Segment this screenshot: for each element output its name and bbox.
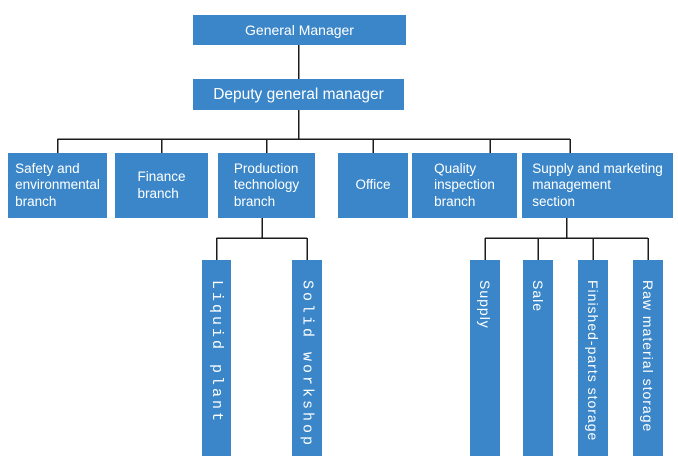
node-label: Quality inspection branch: [434, 161, 495, 209]
node-label: Finance branch: [137, 169, 186, 201]
node-general-manager: General Manager: [193, 15, 406, 45]
node-label: Solid workshop: [298, 280, 316, 449]
node-supply-marketing-section: Supply and marketing management section: [522, 153, 673, 218]
node-label: Office: [355, 177, 391, 193]
node-finished-parts-storage: Finished-parts storage: [578, 260, 608, 456]
node-quality-inspection-branch: Quality inspection branch: [412, 153, 517, 218]
node-label: Supply: [477, 280, 493, 329]
node-solid-workshop: Solid workshop: [292, 260, 322, 456]
node-sale: Sale: [523, 260, 553, 456]
node-label: Liquid plant: [208, 280, 225, 425]
node-liquid-plant: Liquid plant: [202, 260, 231, 456]
node-office: Office: [338, 153, 408, 218]
node-label: Raw material storage: [640, 280, 656, 433]
node-label: Supply and marketing management section: [532, 161, 663, 209]
node-production-technology-branch: Production technology branch: [218, 153, 315, 218]
node-label: Deputy general manager: [213, 85, 384, 103]
supply-branch-connectors: [484, 218, 649, 260]
node-label: Finished-parts storage: [585, 280, 601, 442]
node-finance-branch: Finance branch: [115, 153, 208, 218]
production-branch-connectors: [215, 218, 308, 260]
node-label: General Manager: [245, 22, 354, 38]
node-supply: Supply: [470, 260, 500, 456]
node-label: Production technology branch: [233, 161, 300, 209]
node-raw-material-storage: Raw material storage: [633, 260, 663, 456]
node-safety-environmental-branch: Safety and environmental branch: [8, 153, 107, 218]
node-label: Sale: [530, 280, 546, 313]
node-deputy-general-manager: Deputy general manager: [193, 79, 404, 110]
node-label: Safety and environmental branch: [15, 161, 100, 209]
